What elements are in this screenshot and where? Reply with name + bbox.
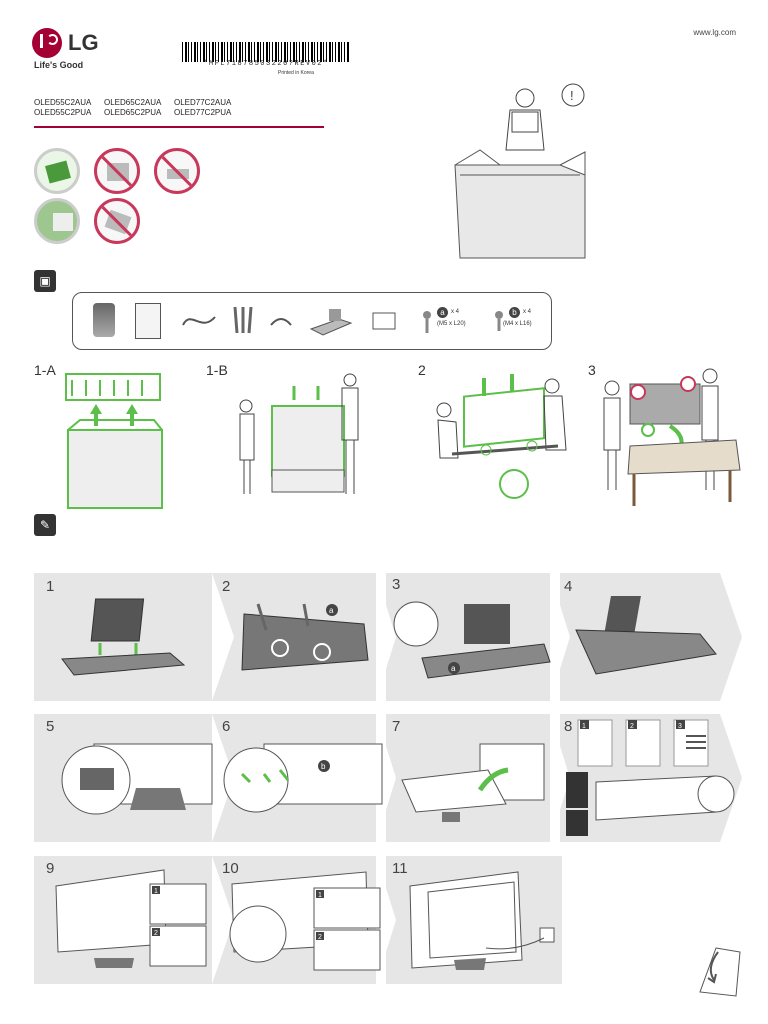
cable-holder-icon	[231, 303, 257, 337]
chevron-divider	[212, 856, 234, 984]
step-number: 10	[222, 860, 239, 877]
unbox-step-label: 2	[418, 362, 426, 378]
callout-b: b	[321, 762, 326, 771]
brand-name: LG	[68, 30, 99, 55]
lg-logo: LG Life's Good	[32, 28, 122, 70]
brand-tagline: Life's Good	[34, 60, 84, 70]
assembly-step-1-illustration	[61, 598, 186, 676]
unbox-step-1b-illustration	[239, 373, 359, 494]
handling-ok-icon	[34, 198, 80, 244]
step-number: 9	[46, 860, 55, 877]
header-divider	[34, 126, 324, 128]
unboxing-illustration: !	[454, 83, 586, 259]
screw-b-group: b x 4 (M4 x L16)	[493, 303, 553, 337]
assembly-step-11-illustration	[409, 871, 555, 970]
unbox-step-label: 1-B	[206, 362, 228, 378]
chevron-divider	[376, 573, 396, 701]
step-number: 6	[222, 718, 231, 735]
model-row: OLED55C2PUA OLED65C2PUA OLED77C2PUA	[34, 108, 244, 118]
substep-number: 3	[678, 723, 682, 730]
chevron-divider	[212, 714, 234, 842]
unbox-step-3-illustration	[603, 368, 741, 506]
barcode-text: *MFL71878503220?REV02*	[203, 60, 329, 68]
assembly-step-8-illustration: 1 2 3	[566, 719, 735, 836]
warning-mark: !	[570, 88, 574, 103]
model-name: OLED77C2AUA	[174, 98, 232, 107]
stand-cover-icon	[371, 303, 397, 337]
screw-b-letter: b	[509, 307, 520, 318]
chevron-divider	[376, 856, 396, 984]
chevron-divider	[550, 714, 570, 842]
assembly-step-6-illustration: b	[223, 743, 383, 813]
barcode	[182, 42, 350, 62]
assembly-step-3-illustration: a	[393, 601, 551, 679]
substep-number: 1	[582, 723, 586, 730]
step-number: 11	[392, 860, 408, 877]
assembly-step-7-illustration	[401, 743, 545, 822]
step-number: 3	[392, 576, 401, 593]
assembly-step-4-illustration	[575, 596, 717, 675]
stand-base-icon	[309, 303, 353, 337]
handling-prohibited-icon	[94, 148, 140, 194]
unbox-step-label: 3	[588, 362, 596, 378]
screw-a-group: a x 4 (M5 x L20)	[421, 303, 481, 337]
substep-number: 2	[630, 723, 634, 730]
model-row: OLED55C2AUA OLED65C2AUA OLED77C2AUA	[34, 98, 244, 108]
callout-a: a	[451, 664, 456, 673]
chevron-divider	[550, 573, 570, 701]
assembly-step-5-illustration	[61, 743, 213, 815]
assembly-step-2-illustration: a	[241, 603, 369, 671]
step-number: 4	[564, 578, 573, 595]
parts-panel: a x 4 (M5 x L20) b x 4 (M4 x L16)	[72, 292, 552, 350]
substep-number: 2	[154, 930, 158, 937]
assembly-step-9-illustration: 1 2	[55, 869, 207, 968]
screw-a-qty: x 4	[451, 309, 460, 315]
assembly-step-10-illustration: 1 2	[229, 871, 381, 971]
chevron-right-icon	[720, 714, 742, 842]
step-number: 1	[46, 578, 55, 595]
substep-number: 1	[154, 888, 158, 895]
page-turn-icon	[699, 947, 741, 997]
manual-icon	[135, 303, 161, 339]
substep-number: 2	[318, 934, 322, 941]
bracket-icon	[269, 303, 293, 337]
substep-number: 1	[318, 892, 322, 899]
model-name: OLED77C2PUA	[174, 108, 232, 117]
unbox-step-2-illustration	[436, 374, 567, 499]
lg-logo-mark	[32, 28, 62, 58]
screw-a-spec: (M5 x L20)	[437, 321, 466, 327]
cable-icon	[179, 303, 219, 337]
model-name: OLED55C2PUA	[34, 108, 92, 117]
model-name: OLED65C2AUA	[104, 98, 162, 107]
printed-in: Printed in Korea	[278, 70, 314, 76]
website-url[interactable]: www.lg.com	[693, 28, 736, 37]
tool-icon: ✎	[34, 514, 56, 536]
step-number: 8	[564, 718, 573, 735]
handling-prohibited-icon	[154, 148, 200, 194]
step-number: 5	[46, 718, 55, 735]
model-name: OLED55C2AUA	[34, 98, 92, 107]
screw-b-qty: x 4	[523, 309, 532, 315]
remote-icon	[93, 303, 115, 337]
chevron-divider	[212, 573, 234, 701]
callout-a: a	[329, 606, 334, 615]
handling-ok-icon	[34, 148, 80, 194]
screw-a-letter: a	[437, 307, 448, 318]
chevron-right-icon	[720, 573, 742, 701]
step-number: 2	[222, 578, 231, 595]
unbox-step-label: 1-A	[34, 362, 56, 378]
unbox-step-1a-illustration	[65, 373, 163, 509]
handling-prohibited-icon	[94, 198, 140, 244]
step-number: 7	[392, 718, 401, 735]
model-list: OLED55C2AUA OLED65C2AUA OLED77C2AUA OLED55…	[34, 98, 244, 118]
screw-b-spec: (M4 x L16)	[503, 321, 532, 327]
model-name: OLED65C2PUA	[104, 108, 162, 117]
box-icon: ▣	[34, 270, 56, 292]
